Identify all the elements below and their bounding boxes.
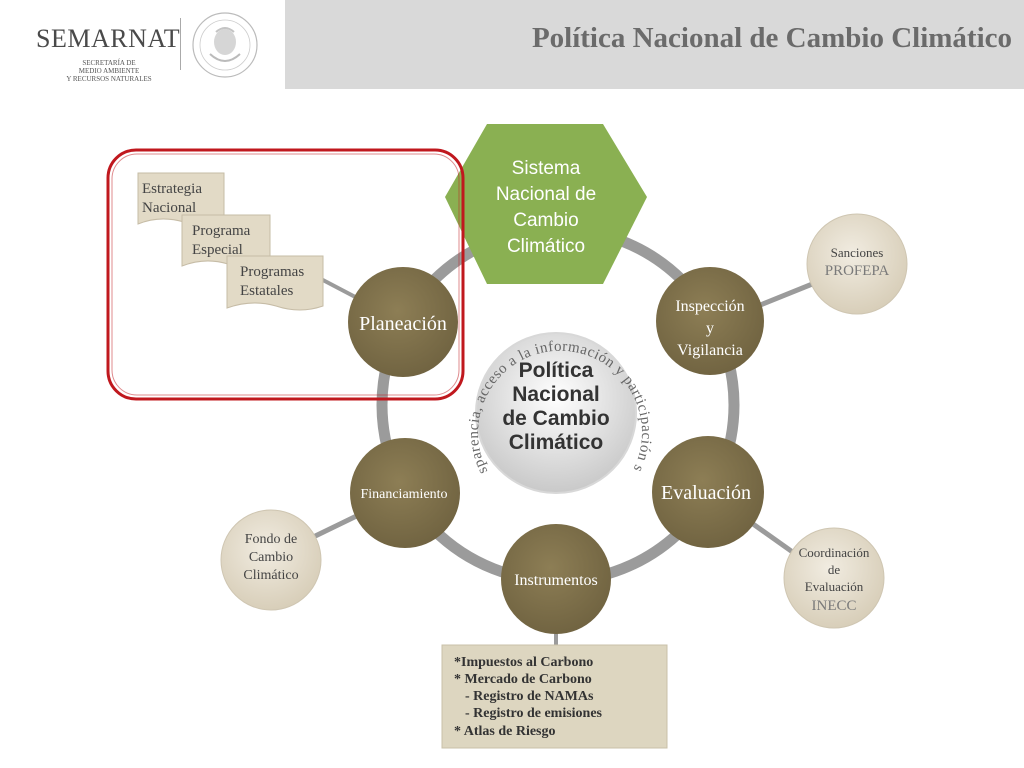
highlight-box bbox=[106, 148, 465, 401]
estrategia-label-line: Estrategia bbox=[142, 181, 202, 197]
title-bar: Política Nacional de Cambio Climático bbox=[285, 0, 1024, 89]
logo-sub-line: SECRETARÍA DE bbox=[82, 59, 136, 67]
inspeccion-label-line: y bbox=[706, 320, 714, 337]
fondo-label-line: Fondo de bbox=[245, 532, 298, 547]
hexagon-label-line: Sistema bbox=[512, 158, 581, 179]
instruments-box bbox=[441, 644, 668, 749]
center-label-line: Climático bbox=[509, 431, 604, 454]
center-circle bbox=[475, 332, 637, 494]
logo-sub-line: MEDIO AMBIENTE bbox=[78, 67, 140, 75]
logo-divider bbox=[180, 18, 181, 70]
estrategia-label-line: Nacional bbox=[142, 200, 196, 216]
financiamiento-node[interactable] bbox=[350, 438, 460, 548]
logo-area: SEMARNAT SECRETARÍA DE MEDIO AMBIENTE Y … bbox=[0, 0, 285, 89]
hexagon-label-line: Cambio bbox=[513, 210, 578, 231]
estatales-label-line: Estatales bbox=[240, 283, 293, 299]
sistema-nacional-hexagon[interactable] bbox=[445, 124, 647, 284]
instrumentos-label: Instrumentos bbox=[514, 572, 598, 589]
fondo-satellite[interactable] bbox=[220, 509, 322, 611]
hexagon-label-line: Nacional de bbox=[496, 184, 596, 205]
instruments-item: - Registro de emisiones bbox=[465, 706, 603, 721]
programas-estatales-document[interactable] bbox=[226, 255, 324, 311]
coat-of-arms-seal-icon bbox=[192, 12, 258, 78]
instrumentos-node[interactable] bbox=[501, 524, 611, 634]
instruments-item: * Mercado de Carbono bbox=[454, 672, 592, 687]
profepa-satellite[interactable] bbox=[806, 213, 908, 315]
evaluacion-node[interactable] bbox=[652, 436, 764, 548]
center-label-line: Nacional bbox=[512, 383, 600, 406]
profepa-label-line: PROFEPA bbox=[825, 263, 890, 279]
semarnat-logo-word: SEMARNAT bbox=[36, 24, 181, 53]
fondo-label-line: Climático bbox=[243, 568, 298, 583]
inecc-label-line: Coordinación bbox=[799, 545, 870, 560]
planeacion-label: Planeación bbox=[359, 313, 447, 335]
programa-label-line: Especial bbox=[192, 242, 243, 258]
estatales-label-line: Programas bbox=[240, 264, 304, 280]
financiamiento-label: Financiamiento bbox=[360, 487, 447, 502]
inspeccion-node[interactable] bbox=[656, 267, 764, 375]
instruments-item: * Atlas de Riesgo bbox=[454, 724, 556, 739]
evaluacion-label: Evaluación bbox=[661, 482, 751, 504]
semarnat-logo-subtitle: SECRETARÍA DE MEDIO AMBIENTE Y RECURSOS … bbox=[50, 59, 168, 83]
logo-sub-line: Y RECURSOS NATURALES bbox=[66, 75, 152, 83]
inecc-label-line: Evaluación bbox=[805, 579, 864, 594]
inecc-label-line: de bbox=[828, 562, 841, 577]
inecc-satellite[interactable] bbox=[783, 527, 885, 629]
planeacion-node[interactable] bbox=[348, 267, 458, 377]
inecc-label-line: INECC bbox=[812, 598, 857, 614]
programa-label-line: Programa bbox=[192, 223, 251, 239]
center-label-line: de Cambio bbox=[502, 407, 609, 430]
profepa-label-line: Sanciones bbox=[831, 245, 884, 260]
fondo-label-line: Cambio bbox=[249, 550, 293, 565]
highlight-box-inner bbox=[111, 153, 460, 396]
instruments-item: - Registro de NAMAs bbox=[465, 689, 594, 704]
inspeccion-label-line: Inspección bbox=[675, 298, 744, 315]
center-label-line: Política bbox=[519, 359, 594, 382]
page-title: Política Nacional de Cambio Climático bbox=[531, 22, 1012, 54]
hexagon-label-line: Climático bbox=[507, 236, 585, 257]
instruments-item: *Impuestos al Carbono bbox=[454, 655, 593, 670]
inspeccion-label-line: Vigilancia bbox=[677, 342, 743, 359]
